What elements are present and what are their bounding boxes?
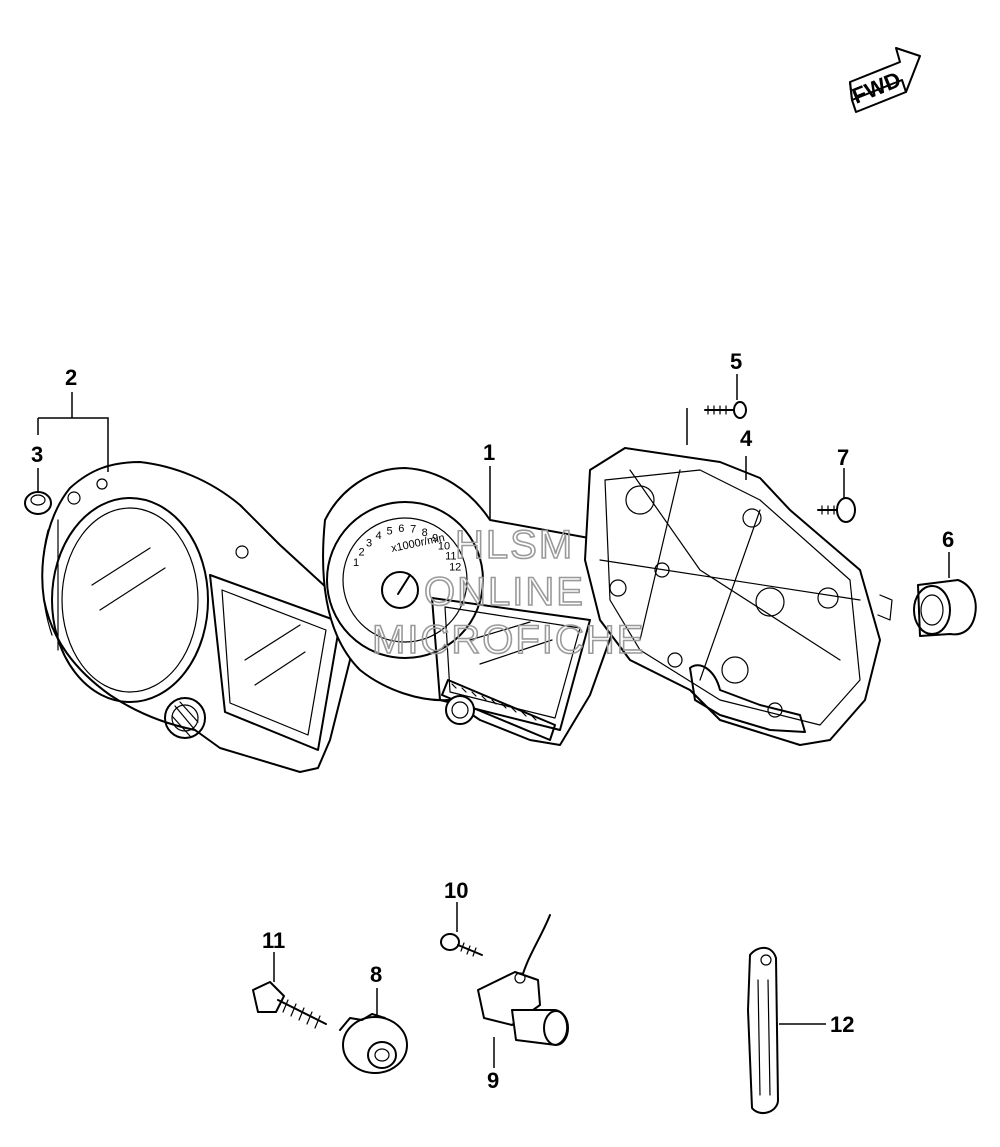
gear-part-8 <box>339 1013 408 1074</box>
tach-tick-label: 2 <box>358 547 364 559</box>
tach-tick-label: 1 <box>353 557 359 569</box>
callout-1: 1 <box>483 440 495 465</box>
callout-10: 10 <box>444 878 468 903</box>
tach-tick-label: 8 <box>422 527 428 539</box>
watermark-line-1: HLSM <box>455 523 574 567</box>
tach-tick-label: 12 <box>449 562 461 574</box>
watermark-line-2: ONLINE <box>424 570 585 614</box>
screw-part-5 <box>704 401 747 419</box>
callout-4: 4 <box>740 426 753 451</box>
tach-tick-label: 3 <box>366 537 372 549</box>
fwd-arrow-icon: FWD <box>849 47 921 113</box>
watermark: HLSM ONLINE MICROFICHE <box>371 522 645 663</box>
callout-2: 2 <box>65 365 77 390</box>
callout-5: 5 <box>730 349 742 374</box>
callout-6: 6 <box>942 527 954 552</box>
speedometer-assembly: x1000r/min <box>322 467 616 746</box>
tach-tick-label: 10 <box>438 541 450 553</box>
tach-tick-label: 6 <box>398 523 404 535</box>
tach-tick-label: 11 <box>445 550 456 562</box>
grommet-part-3 <box>24 491 52 515</box>
strap-part-12 <box>747 946 779 1115</box>
callout-8: 8 <box>370 962 382 987</box>
callout-7: 7 <box>837 445 849 470</box>
speed-sensor-part-9 <box>477 914 569 1046</box>
callout-12: 12 <box>830 1012 854 1037</box>
callout-3: 3 <box>31 442 43 467</box>
watermark-line-3: MICROFICHE <box>372 618 645 662</box>
meter-case-rear <box>584 447 893 746</box>
fwd-label: FWD <box>849 67 905 109</box>
callout-11: 11 <box>262 928 285 953</box>
tach-tick-label: 7 <box>410 524 416 536</box>
callout-9: 9 <box>487 1068 499 1093</box>
meter-case-front <box>41 461 357 773</box>
screw-part-7 <box>817 497 856 523</box>
screw-part-10 <box>440 933 483 957</box>
leader-lines <box>37 374 950 1068</box>
tach-tick-label: 4 <box>376 530 382 542</box>
tach-tick-label: 5 <box>387 525 393 537</box>
grommet-part-6 <box>913 579 977 637</box>
tach-tick-label: 9 <box>432 533 438 545</box>
bolt-part-11 <box>252 981 327 1029</box>
